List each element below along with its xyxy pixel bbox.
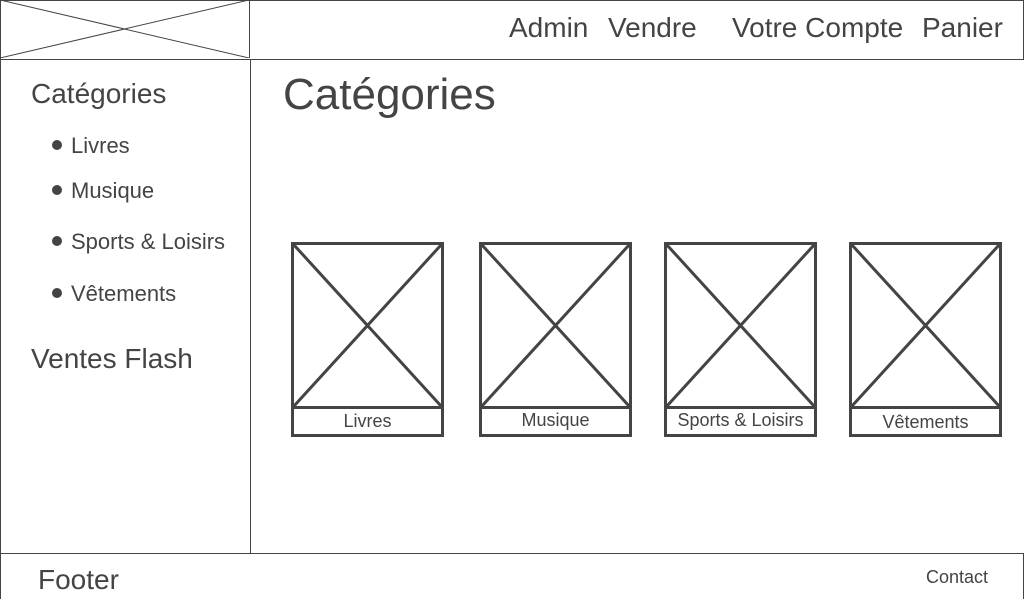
nav-vendre[interactable]: Vendre bbox=[608, 12, 697, 43]
sidebar-flash-heading[interactable]: Ventes Flash bbox=[31, 343, 193, 374]
category-card-sports-loisirs[interactable]: Sports & Loisirs bbox=[664, 242, 817, 440]
nav-panier[interactable]: Panier bbox=[922, 12, 1003, 43]
category-card-musique[interactable]: Musique bbox=[479, 242, 632, 440]
image-placeholder-icon[interactable] bbox=[291, 242, 444, 409]
category-card-livres[interactable]: Livres bbox=[291, 242, 444, 440]
footer-title: Footer bbox=[38, 564, 119, 595]
category-card-label[interactable]: Sports & Loisirs bbox=[664, 407, 817, 437]
image-placeholder-icon[interactable] bbox=[849, 242, 1002, 409]
bullet-icon bbox=[52, 185, 62, 196]
sidebar-item-label: Livres bbox=[71, 133, 130, 158]
category-card-label[interactable]: Livres bbox=[291, 407, 444, 437]
footer-contact-link[interactable]: Contact bbox=[926, 567, 989, 587]
sidebar-item-label: Sports & Loisirs bbox=[71, 229, 226, 254]
nav-votre-compte[interactable]: Votre Compte bbox=[732, 12, 904, 43]
bullet-icon bbox=[52, 288, 62, 299]
sidebar-item-label: Musique bbox=[71, 178, 155, 203]
sidebar-item-label: Vêtements bbox=[71, 281, 177, 306]
sidebar-item-vetements[interactable]: Vêtements bbox=[52, 281, 176, 307]
sidebar bbox=[0, 59, 251, 553]
sidebar-item-musique[interactable]: Musique bbox=[52, 178, 154, 204]
sidebar-item-livres[interactable]: Livres bbox=[52, 133, 130, 159]
category-card-label[interactable]: Musique bbox=[479, 407, 632, 437]
category-card-vetements[interactable]: Vêtements bbox=[849, 242, 1002, 440]
image-placeholder-icon[interactable] bbox=[479, 242, 632, 409]
sidebar-item-sports-loisirs[interactable]: Sports & Loisirs bbox=[52, 229, 225, 255]
category-card-label[interactable]: Vêtements bbox=[849, 407, 1002, 437]
page-title: Catégories bbox=[283, 70, 496, 119]
sidebar-heading: Catégories bbox=[31, 78, 167, 109]
image-placeholder-icon[interactable] bbox=[664, 242, 817, 409]
logo-placeholder-icon[interactable] bbox=[0, 0, 250, 58]
footer-bar bbox=[0, 553, 1024, 599]
bullet-icon bbox=[52, 140, 62, 151]
bullet-icon bbox=[52, 236, 62, 247]
nav-admin[interactable]: Admin bbox=[509, 12, 589, 43]
